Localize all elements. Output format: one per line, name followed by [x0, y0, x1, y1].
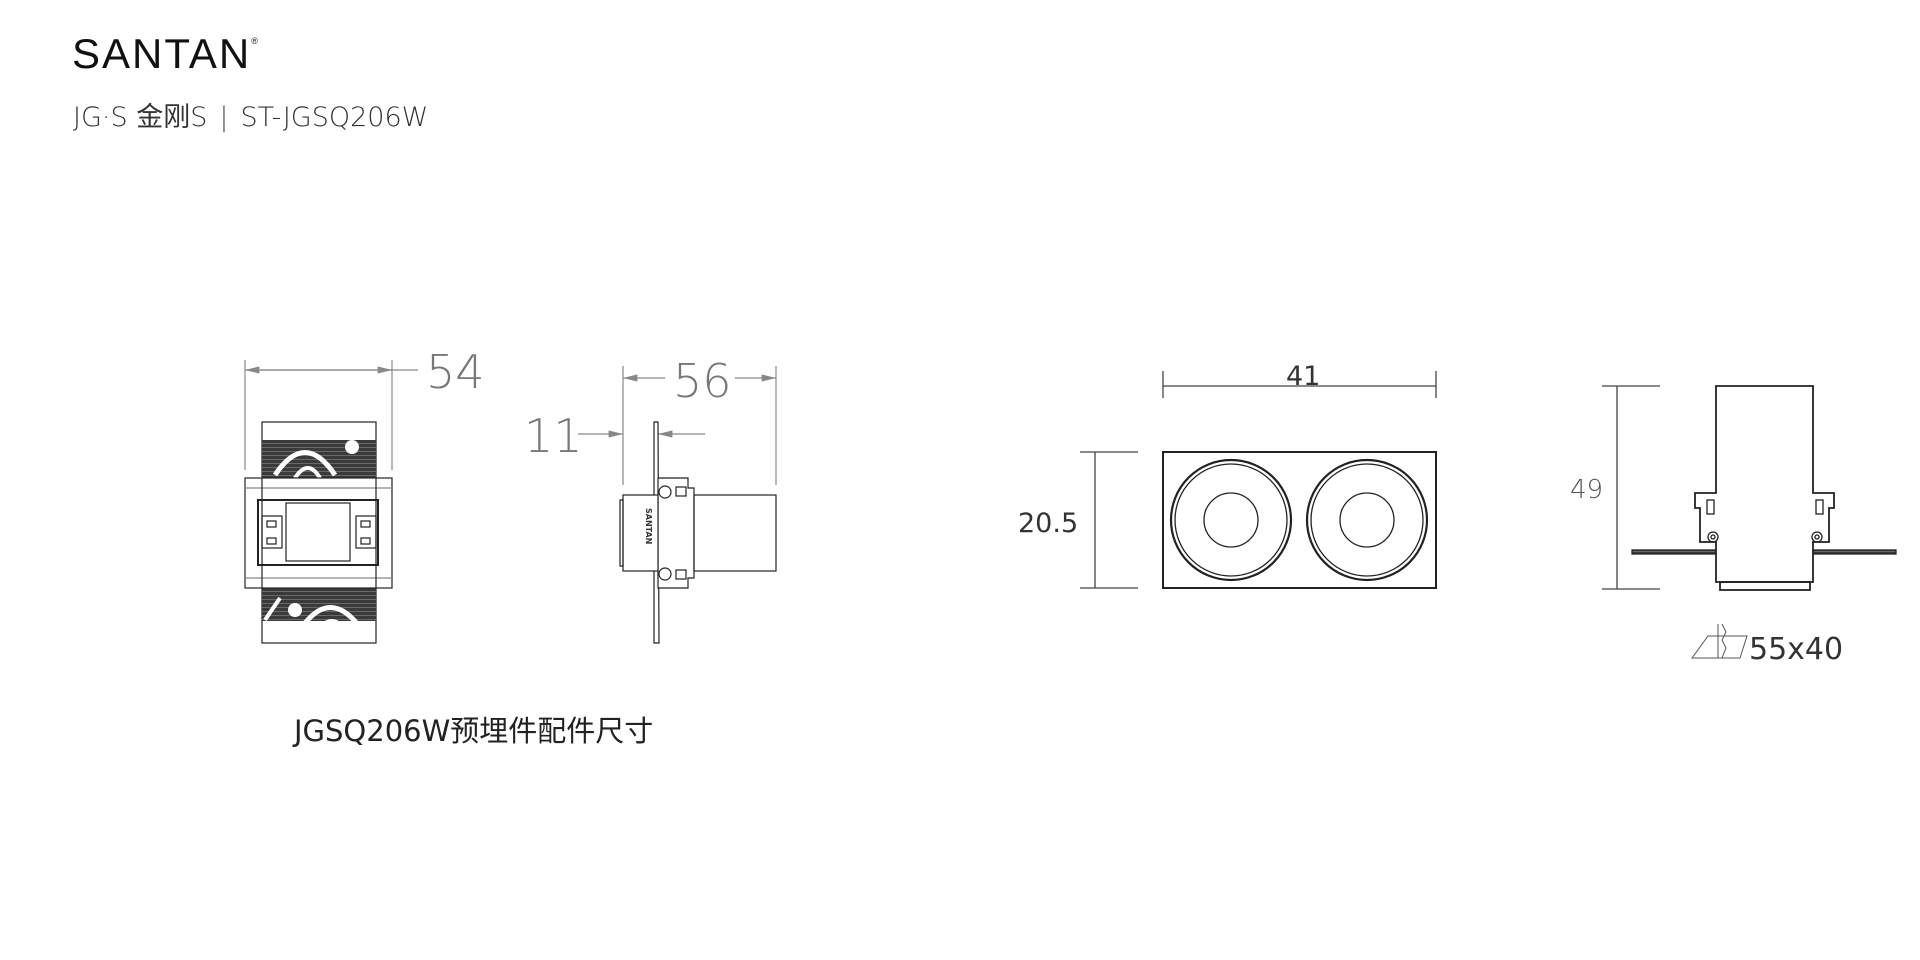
front-view — [244, 360, 418, 644]
dim-front-width: 54 — [426, 345, 485, 399]
separator: | — [219, 102, 229, 133]
registered-mark: ® — [251, 36, 258, 46]
drawing-caption: JGSQ206W预埋件配件尺寸 — [294, 714, 654, 748]
model-line: JG·S 金刚S | ST-JGSQ206W — [73, 95, 428, 134]
dim-face-width: 41 — [1286, 361, 1320, 392]
installed-view — [1602, 385, 1897, 591]
cutout-icon — [1691, 623, 1748, 659]
brand-text: SANTAN — [72, 30, 252, 77]
face-view — [1080, 371, 1437, 589]
side-view — [578, 366, 777, 644]
dim-side-depth: 56 — [673, 354, 732, 408]
side-brand-label: SANTAN — [644, 508, 653, 544]
dim-face-height: 20.5 — [1018, 508, 1078, 539]
series-logo: JG·S 金刚S — [73, 102, 208, 133]
cutout-size: 55x40 — [1749, 632, 1843, 667]
model-number: ST-JGSQ206W — [240, 102, 429, 133]
dim-flange-offset: 11 — [524, 409, 583, 463]
dim-total-height: 49 — [1570, 475, 1603, 505]
brand-logo: SANTAN® — [72, 30, 258, 78]
